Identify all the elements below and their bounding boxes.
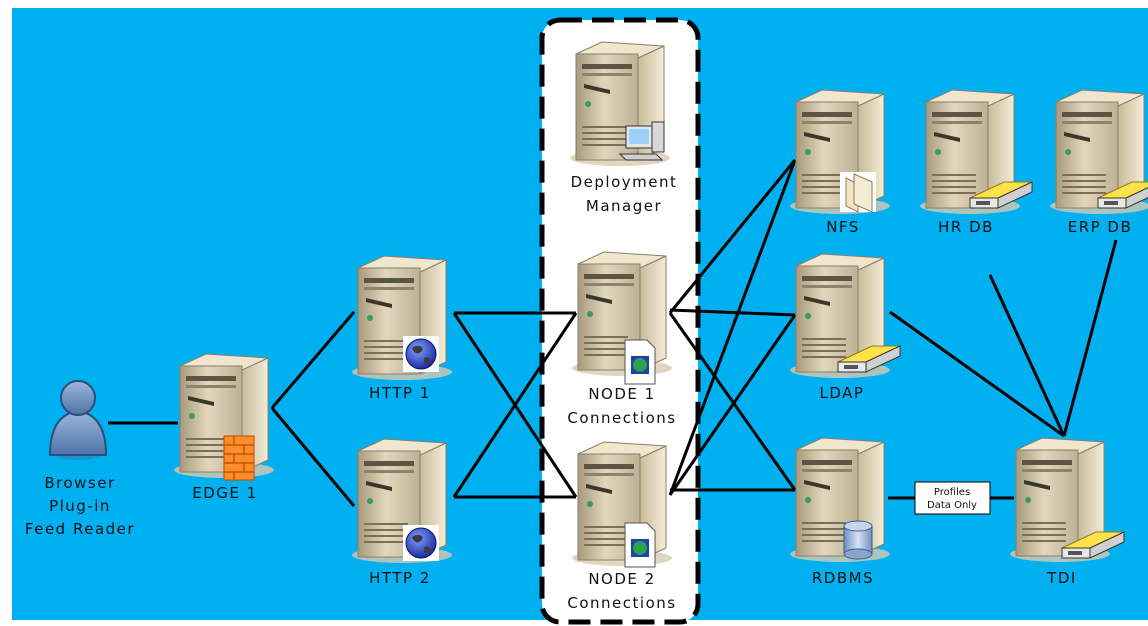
firewall-icon [223, 435, 255, 481]
user-icon [48, 380, 108, 460]
node-deployment-manager: Deployment Manager [569, 41, 678, 215]
server-icon [571, 251, 673, 377]
globe-icon [402, 335, 440, 373]
node-edge1: EDGE 1 [173, 353, 275, 502]
erpdb-label: ERP DB [1068, 218, 1133, 236]
node-erpdb: ERP DB [1049, 89, 1148, 236]
link-node2-ldap [668, 314, 797, 496]
http1-label: HTTP 1 [369, 384, 431, 402]
folder-icon [839, 171, 877, 213]
link-hrdb-tdi [988, 274, 1066, 437]
node-client: Browser Plug-in Feed Reader [25, 380, 135, 538]
globe-icon [402, 524, 440, 562]
node-tdi: TDI [1009, 437, 1125, 587]
link-erpdb-tdi [1062, 239, 1118, 437]
server-icon [789, 437, 891, 563]
link-node2-nfs [668, 159, 797, 496]
edge-label-line-2: Data Only [927, 500, 977, 511]
rdbms-label: RDBMS [812, 569, 874, 587]
http2-label: HTTP 2 [369, 569, 431, 587]
web-document-icon [624, 522, 656, 568]
client-label-line-3: Feed Reader [25, 520, 135, 538]
dmgr-label-line-2: Manager [586, 197, 662, 215]
edge-label-line-1: Profiles [934, 487, 970, 498]
edge1-label: EDGE 1 [192, 484, 257, 502]
node-http1: HTTP 1 [351, 255, 453, 402]
ldap-label: LDAP [820, 384, 865, 402]
link-node1-rdbms [668, 312, 797, 491]
node-node2: NODE 2 Connections [567, 441, 676, 612]
database-icon [843, 520, 873, 560]
client-label-line-2: Plug-in [49, 497, 111, 515]
nfs-label: NFS [826, 218, 860, 236]
web-document-icon [624, 339, 656, 385]
node-hrdb: HR DB [919, 89, 1033, 236]
node-ldap: LDAP [789, 253, 901, 402]
link-ldap-tdi [889, 310, 1065, 438]
node2-label-line-2: Connections [567, 594, 676, 612]
client-label-line-1: Browser [44, 474, 115, 492]
edge-label-profiles: Profiles Data Only [914, 481, 991, 515]
link-edge1-http2 [270, 407, 356, 507]
link-edge1-http1 [270, 311, 356, 409]
dmgr-label-line-1: Deployment [571, 173, 678, 191]
node2-label-line-1: NODE 2 [588, 570, 655, 588]
server-icon [571, 441, 673, 567]
link-node1-ldap [669, 308, 796, 317]
link-node1-nfs [668, 159, 797, 314]
node1-label-line-2: Connections [567, 409, 676, 427]
node-rdbms: RDBMS [789, 437, 891, 587]
tdi-label: TDI [1046, 569, 1077, 587]
node-nfs: NFS [789, 89, 891, 236]
node-node1: NODE 1 Connections [567, 251, 676, 427]
link-http2-node1 [452, 312, 578, 498]
hrdb-label: HR DB [938, 218, 994, 236]
connections [108, 159, 1118, 507]
node1-label-line-1: NODE 1 [588, 385, 655, 403]
node-http2: HTTP 2 [351, 438, 453, 587]
